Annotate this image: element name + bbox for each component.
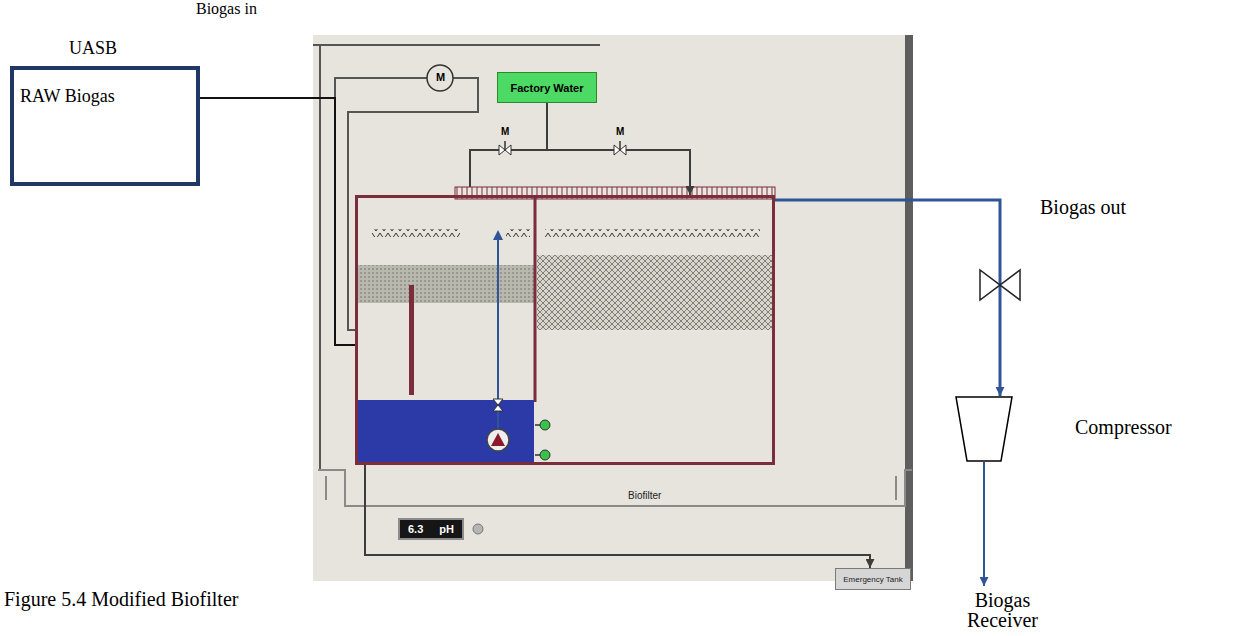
- box-label: Factory Water: [511, 82, 584, 94]
- box-label: RAW Biogas: [20, 86, 115, 107]
- ph-unit: pH: [439, 523, 454, 535]
- tank-label: Biofilter: [628, 490, 661, 501]
- water-source-box: Factory Water: [497, 72, 597, 103]
- connector-arrow: [200, 98, 355, 345]
- ph-display: 6.3 pH: [398, 518, 464, 540]
- valve-symbol: [493, 399, 503, 411]
- flow-label: Biogas in: [196, 0, 257, 18]
- connector-arrow: [365, 465, 870, 568]
- unit-heading: UASB: [69, 38, 117, 59]
- compressor-outline: [956, 397, 1012, 461]
- motor-letter: M: [616, 126, 624, 137]
- base-frame: [326, 476, 896, 500]
- box-label: Emergency Tank: [843, 575, 902, 584]
- screen-photo: [313, 35, 913, 581]
- sprinkler: [372, 229, 460, 237]
- water-pipe: [470, 150, 547, 188]
- valve-symbol: [980, 270, 1020, 300]
- pump-symbol: [491, 433, 505, 446]
- screen-bezel: [905, 35, 913, 581]
- baffle: [409, 285, 414, 395]
- valve-stem: [505, 141, 620, 150]
- status-lamp: [473, 524, 483, 534]
- packing-media: [357, 265, 534, 303]
- receiver-label-node: Biogas Receiver: [945, 586, 1060, 630]
- packing-media: [537, 255, 773, 330]
- flow-label: Biogas out: [1040, 196, 1126, 219]
- motor-symbol: [427, 65, 453, 91]
- component-label: Compressor: [1075, 416, 1172, 439]
- sprinkler: [506, 229, 530, 237]
- valve-symbol: [499, 145, 511, 155]
- base-frame: [318, 470, 912, 506]
- biofilter-tank: Biofilter: [355, 195, 775, 465]
- recirculation-arrow: [493, 230, 503, 240]
- connector-arrow: [547, 103, 690, 195]
- compressor-symbol: Compressor: [955, 396, 1013, 462]
- water-sump: [357, 400, 534, 463]
- ph-value: 6.3: [408, 523, 423, 535]
- tank-divider: [534, 195, 537, 402]
- uasb-box: UASBRAW Biogas: [10, 66, 200, 186]
- connector-arrow: [983, 462, 985, 586]
- emergency-tank-box: Emergency Tank: [835, 568, 911, 590]
- connector-arrow: [775, 200, 1000, 396]
- level-sensor: [540, 420, 550, 430]
- compressor-outline: [955, 396, 1013, 462]
- motor-letter: M: [501, 126, 509, 137]
- sensor-stub: [535, 425, 540, 455]
- figure-caption: Figure 5.4 Modified Biofilter: [4, 588, 238, 611]
- pump-symbol: [487, 429, 509, 451]
- level-sensor: [540, 450, 550, 460]
- component-label: Biogas Receiver: [945, 590, 1060, 630]
- sprinkler: [545, 229, 760, 237]
- motor-letter: M: [436, 71, 445, 83]
- pipe: [319, 45, 321, 470]
- pipe: [313, 44, 600, 46]
- valve-symbol: [614, 145, 626, 155]
